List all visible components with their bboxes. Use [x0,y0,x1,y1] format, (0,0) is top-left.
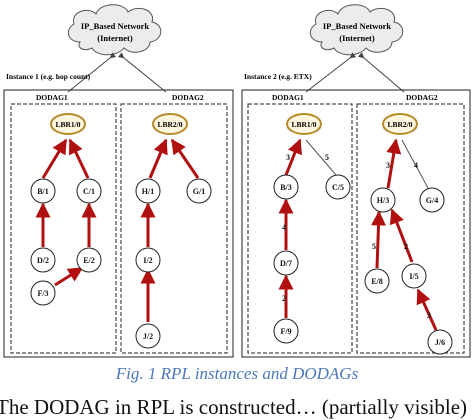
node-b-i2 [273,174,299,200]
instance2-box [241,89,471,358]
i2-dodag2-label: DODAG2 [406,93,438,102]
node-h-i1-label: H/1 [142,187,154,196]
node-c-i1-label: C/1 [83,187,95,196]
cloud-right: IP_Based Network (Internet) [309,4,404,56]
edge-g-lbr2-i2 [401,139,429,189]
node-b-i1 [30,178,56,204]
node-g-i2 [419,187,445,213]
node-i-i2-label: I/5 [409,272,418,281]
cloud-right-line2: (Internet) [339,33,375,43]
node-d-i1 [30,247,56,273]
node-lbr1-i1 [50,113,86,135]
weight-h-lbr2: 3 [386,161,390,170]
node-b-i2-label: B/3 [280,183,292,192]
node-j-i1-label: J/2 [143,332,153,341]
edges [35,138,438,331]
node-f-i2-label: F/9 [280,327,291,336]
node-d-i1-label: D/2 [37,256,49,265]
node-lbr2-i1-label: LBR2/0 [157,120,182,129]
i2-dodag1-label: DODAG1 [272,93,304,102]
node-e-i1 [76,247,102,273]
node-lbr1-i2-label: LBR1/0 [291,120,316,129]
node-g-i1-label: G/1 [193,187,205,196]
figure-caption: Fig. 1 RPL instances and DODAGs [115,364,359,383]
edge-g-lbr2-i1 [170,138,200,179]
node-g-i2-label: G/4 [426,196,438,205]
edge-h-lbr2-i1 [148,138,168,179]
weight-b-lbr1: 3 [286,153,290,162]
cloud-left-line1: IP_Based Network [81,21,150,31]
node-lbr1-i1-label: LBR1/0 [55,120,80,129]
rpl-diagram: IP_Based Network (Internet) IP_Based Net… [3,4,471,358]
node-i-i1-label: I/2 [143,256,152,265]
i1-dodag1-box [10,103,117,354]
node-lbr2-i2 [382,113,418,135]
instance2-label: Instance 2 (e.g. ETX) [244,72,312,81]
weight-f-d: 2 [282,294,286,303]
node-e-i1-label: E/2 [83,256,95,265]
node-d-i2 [273,250,299,276]
node-c-i2-label: C/5 [332,183,344,192]
gray-edges [305,139,429,189]
edge-b-lbr1-i2 [284,138,302,176]
edge-c-lbr1-i2 [305,139,337,176]
node-j-i2 [427,329,453,355]
edge-b-lbr1-i1 [41,138,68,179]
nodes [30,174,453,355]
node-h-i2-label: H/3 [377,196,389,205]
node-h-i2 [370,187,396,213]
node-i-i1 [135,247,161,273]
node-e-i2 [364,268,390,294]
node-c-i2 [325,174,351,200]
edge-j-i-i2 [416,288,438,331]
node-lbr2-i2-label: LBR2/0 [387,120,412,129]
node-f-i1-label: F/3 [37,289,48,298]
weight-e-h: 5 [372,242,376,251]
weight-c-lbr1: 5 [325,153,329,162]
i1-dodag2-label: DODAG2 [172,93,204,102]
instance1-label: Instance 1 (e.g. hop count) [6,72,91,81]
lbr-nodes: LBR1/0 LBR2/0 LBR1/0 LBR2/0 [50,113,418,135]
node-j-i2-label: J/6 [435,338,445,347]
node-e-i2-label: E/8 [371,277,383,286]
node-lbr1-i2 [286,113,322,135]
instance1-box [3,89,234,358]
weight-d-b: 4 [282,223,286,232]
body-text-fragment: The DODAG in RPL is constructed… (partia… [0,395,468,419]
edge-e-h-i2 [371,210,387,269]
i1-dodag1-label: DODAG1 [36,93,68,102]
node-g-i1 [186,178,212,204]
weight-g-lbr2: 4 [414,161,418,170]
edge-h-lbr2-i2 [386,138,402,189]
node-f-i2 [273,318,299,344]
weight-i-h: 2 [404,242,408,251]
edge-c-lbr1-i1 [68,138,90,179]
node-lbr2-i1 [152,113,188,135]
edge-i-h-i2 [389,208,414,263]
i1-dodag2-box [120,103,228,354]
cloud-connectors [67,52,405,93]
node-c-i1 [76,178,102,204]
edge-f-e-i1 [54,266,84,287]
node-i-i2 [401,263,427,289]
cloud-left-line2: (Internet) [97,33,133,43]
cloud-right-line1: IP_Based Network [323,21,392,31]
node-h-i1 [135,178,161,204]
node-d-i2-label: D/7 [280,259,292,268]
node-b-i1-label: B/1 [37,187,49,196]
cloud-left: IP_Based Network (Internet) [67,4,162,56]
node-j-i1 [135,323,161,349]
i2-dodag2-box [356,103,465,354]
node-f-i1 [30,280,56,306]
i2-dodag1-box [247,103,353,354]
weight-j-i: 3 [427,311,431,320]
